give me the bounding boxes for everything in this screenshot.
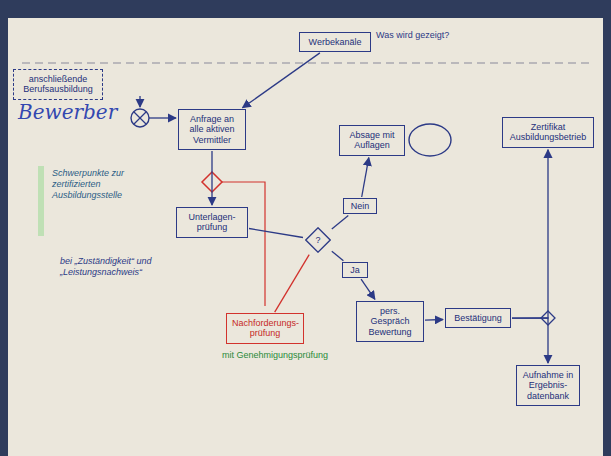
decision-diamond: ? [305, 227, 331, 253]
node-text: ? [315, 235, 320, 245]
flow-connector [361, 279, 375, 299]
flow-connector [512, 150, 548, 318]
review-box: Nachforderungs-prüfung [226, 313, 304, 344]
process-box: Unterlagen-prüfung [176, 207, 248, 238]
node-text: Absage mit Auflagen [345, 130, 399, 151]
start-connector [149, 117, 176, 118]
paper-sheet [8, 18, 603, 456]
flow-connector [332, 251, 344, 261]
green-note: mit Genehmigungsprüfung [222, 350, 352, 361]
role-heading: Bewerber [18, 100, 128, 124]
flow-connector [332, 216, 349, 229]
node-text: pers. Gespräch Bewertung [362, 306, 418, 337]
node-text: Werbekanäle [305, 37, 365, 47]
result-box: Aufnahme in Ergebnis-datenbank [516, 365, 580, 406]
flow-connector [512, 318, 548, 363]
process-box: pers. Gespräch Bewertung [356, 301, 424, 342]
node-text: Ja [346, 265, 364, 275]
flow-connector [425, 319, 443, 321]
side-note: bei „Zuständigkeit“ und „Leistungsnachwe… [60, 256, 180, 278]
flow-connector [275, 255, 310, 312]
note-box: anschließende Berufsausbildung [13, 69, 103, 100]
branch-box: Ja [342, 262, 368, 278]
node-text: Bestätigung [451, 313, 505, 323]
flow-connector [211, 151, 212, 205]
node-text: anschließende Berufsausbildung [19, 74, 97, 95]
node-text: Nachforderungs-prüfung [232, 318, 298, 339]
end-oval [409, 124, 451, 156]
flow-connector [362, 158, 369, 197]
node-text: Anfrage an alle aktiven Vermittler [184, 114, 240, 145]
process-box: Anfrage an alle aktiven Vermittler [178, 109, 246, 150]
node-text: Unterlagen-prüfung [182, 212, 242, 233]
branch-box: Nein [343, 198, 377, 214]
process-box: Absage mit Auflagen [339, 125, 405, 156]
node-text: Zertifikat Ausbildungsbetrieb [508, 122, 588, 143]
start-symbol [131, 109, 149, 127]
node-text: Nein [347, 201, 373, 211]
result-box: Zertifikat Ausbildungsbetrieb [502, 117, 594, 148]
flow-connector [243, 53, 320, 108]
question-note: Was wird gezeigt? [376, 30, 486, 41]
red-branch-line [222, 182, 265, 306]
node-text: Aufnahme in Ergebnis-datenbank [522, 370, 574, 401]
green-marker [38, 166, 44, 236]
side-note: Schwerpunkte zur zertifizierten Ausbildu… [52, 168, 162, 200]
start-arrow [139, 96, 140, 107]
channel-box: Werbekanäle [299, 32, 371, 52]
flow-connector [249, 229, 303, 238]
process-box: Bestätigung [445, 308, 511, 328]
